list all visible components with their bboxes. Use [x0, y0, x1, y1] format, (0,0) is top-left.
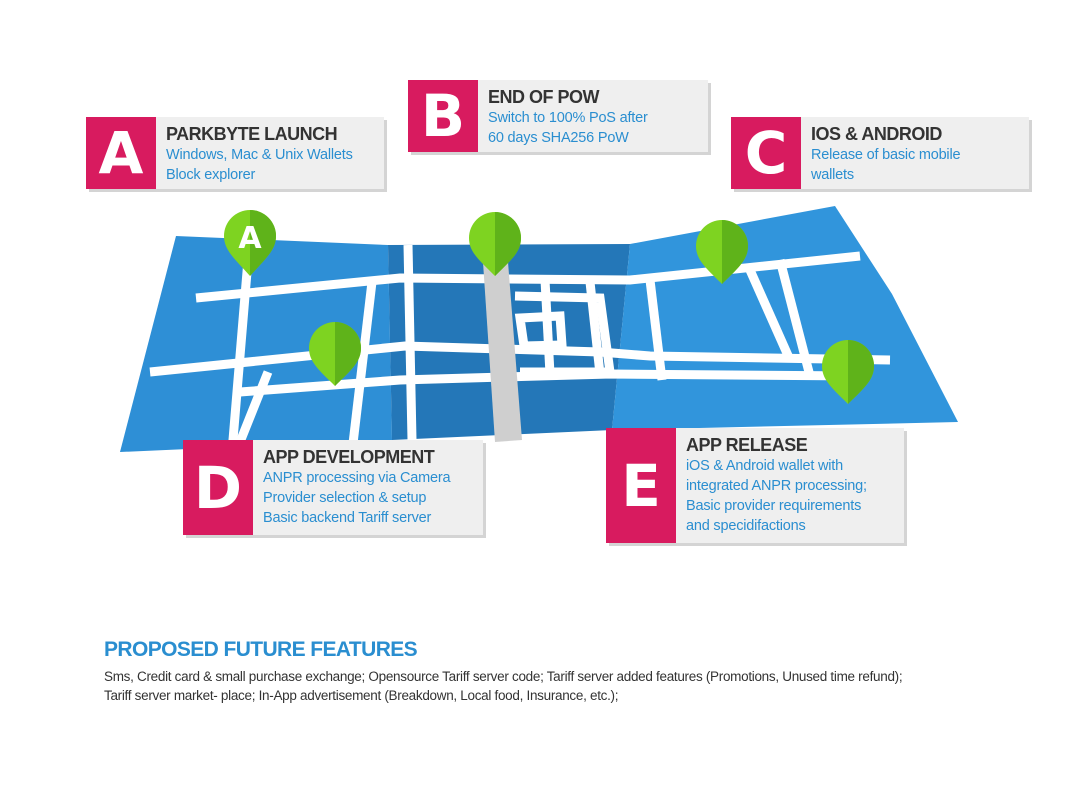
highway — [483, 262, 522, 442]
milestone-line: Release of basic mobile — [811, 147, 961, 163]
road-right-c — [775, 258, 815, 378]
map-pin-d — [309, 322, 361, 386]
future-features-text: Sms, Credit card & small purchase exchan… — [104, 667, 1004, 705]
milestone-line: integrated ANPR processing; — [686, 478, 867, 494]
future-features-line: Sms, Credit card & small purchase exchan… — [104, 669, 903, 684]
milestone-body: END OF POW Switch to 100% PoS after 60 d… — [478, 80, 658, 152]
road-center-a — [403, 244, 417, 441]
milestone-line: Windows, Mac & Unix Wallets — [166, 147, 353, 163]
road-block-inner — [514, 311, 567, 351]
milestone-title: APP DEVELOPMENT — [263, 447, 435, 467]
map-pin-shade — [722, 220, 748, 284]
road-block-outer — [514, 291, 616, 377]
milestone-line: Provider selection & setup — [263, 490, 427, 506]
map-pin-e — [822, 340, 874, 404]
road-upper — [195, 251, 861, 303]
map-pin-c — [696, 220, 748, 284]
milestone-line: Basic provider requirements — [686, 498, 862, 514]
milestone-body: APP DEVELOPMENT ANPR processing via Came… — [253, 440, 460, 535]
milestone-body: APP RELEASE iOS & Android wallet with in… — [676, 428, 877, 543]
map-panel-right — [612, 206, 958, 430]
milestone-line: 60 days SHA256 PoW — [488, 130, 629, 146]
milestone-title: END OF POW — [488, 87, 599, 107]
milestone-title: APP RELEASE — [686, 435, 808, 455]
map-pin-a-letter: A — [238, 221, 262, 256]
milestone-line: Basic backend Tariff server — [263, 510, 432, 526]
milestone-card-c: C IOS & ANDROID Release of basic mobile … — [731, 117, 1029, 189]
milestone-card-a: A PARKBYTE LAUNCH Windows, Mac & Unix Wa… — [86, 117, 384, 189]
map-pin-a: A — [224, 210, 276, 276]
milestone-line: Block explorer — [166, 167, 256, 183]
milestone-letter-badge: C — [731, 117, 801, 189]
milestone-card-b: B END OF POW Switch to 100% PoS after 60… — [408, 80, 708, 152]
map-pin-shade — [250, 210, 276, 276]
milestone-body: IOS & ANDROID Release of basic mobile wa… — [801, 117, 970, 189]
milestone-title: PARKBYTE LAUNCH — [166, 124, 338, 144]
milestone-card-e: E APP RELEASE iOS & Android wallet with … — [606, 428, 904, 543]
road-left-c — [231, 370, 273, 452]
future-features-line: Tariff server market- place; In-App adve… — [104, 688, 619, 703]
milestone-line: Switch to 100% PoS after — [488, 110, 648, 126]
milestone-line: wallets — [811, 167, 854, 183]
map-pin-b — [469, 212, 521, 276]
milestone-title: IOS & ANDROID — [811, 124, 942, 144]
road-left-b — [347, 281, 377, 452]
road-right-b — [745, 268, 795, 362]
milestone-line: ANPR processing via Camera — [263, 470, 451, 486]
map-roads — [149, 235, 891, 452]
milestone-line: iOS & Android wallet with — [686, 458, 843, 474]
milestone-card-d: D APP DEVELOPMENT ANPR processing via Ca… — [183, 440, 483, 535]
map-pin-shade — [495, 212, 521, 276]
milestone-letter-badge: A — [86, 117, 156, 189]
road-right-a — [645, 279, 667, 381]
future-features-heading: PROPOSED FUTURE FEATURES — [104, 638, 418, 661]
milestone-line: and specidifactions — [686, 518, 806, 534]
map-pin-shade — [335, 322, 361, 386]
milestone-letter-badge: E — [606, 428, 676, 543]
map-panel-left — [120, 236, 392, 452]
map-pins: A — [224, 210, 874, 404]
milestone-letter-badge: D — [183, 440, 253, 535]
milestone-letter-badge: B — [408, 80, 478, 152]
milestone-body: PARKBYTE LAUNCH Windows, Mac & Unix Wall… — [156, 117, 363, 189]
map-pin-shade — [848, 340, 874, 404]
